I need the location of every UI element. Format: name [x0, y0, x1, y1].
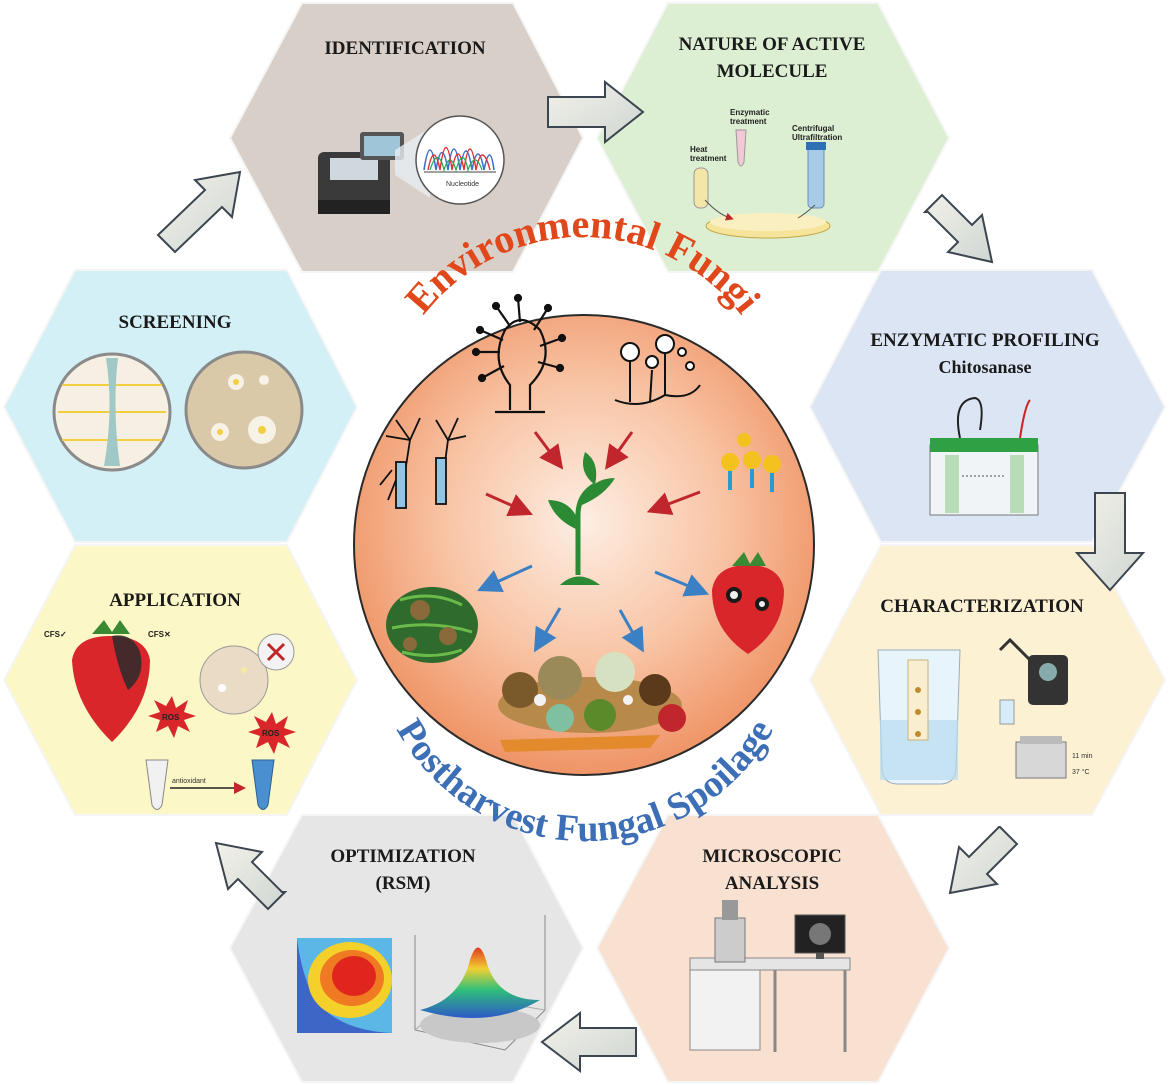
- penicillium-icon: [379, 417, 467, 509]
- arrow-enzymatic-to-characterization: [1074, 492, 1146, 592]
- arrow-optimization-to-application: [214, 841, 288, 911]
- arrow-characterization-to-microscopic: [948, 826, 1019, 895]
- electrophoresis-icon: [929, 396, 1039, 516]
- test-tubes-icon: [693, 129, 831, 239]
- stage-nature-of-active-molecule: NATURE OF ACTIVE MOLECULE Enzymatic trea…: [595, 1, 951, 273]
- watermelon-icon: [386, 587, 478, 663]
- flow-arrows: [156, 79, 1146, 1074]
- response-surface-icon: [414, 915, 546, 1051]
- enzymatic-treatment-label-1: Enzymatic: [730, 108, 770, 117]
- sequencer-icon: [318, 132, 404, 214]
- application-title: APPLICATION: [109, 590, 241, 611]
- enzymatic-treatment-label-2: treatment: [730, 117, 767, 126]
- hex-application: [2, 544, 359, 816]
- cfs-positive-label: CFS✓: [44, 630, 67, 639]
- center-circle: [353, 314, 815, 776]
- mucor-icon: [614, 334, 701, 405]
- ph-meter-icon: [998, 637, 1068, 725]
- ros-label-2: ROS: [262, 729, 280, 738]
- antioxidant-label: antioxidant: [172, 778, 206, 785]
- stage-enzymatic-profiling: ENZYMATIC PROFILING Chitosanase: [808, 269, 1167, 543]
- stage-optimization: OPTIMIZATION (RSM): [228, 814, 585, 1083]
- nature-title-line2: MOLECULE: [717, 61, 828, 82]
- arrow-microscopic-to-optimization: [540, 1010, 637, 1074]
- nature-title-line1: NATURE OF ACTIVE: [679, 34, 866, 55]
- agar-plate-icon: [184, 350, 304, 470]
- seedling-icon: [548, 452, 615, 585]
- hex-microscopic: [595, 814, 951, 1083]
- arrow-nature-to-enzymatic: [922, 193, 994, 264]
- incubation-time: 11 min: [1072, 753, 1093, 760]
- incoming-arrows: [485, 431, 701, 517]
- enzymatic-subtitle: Chitosanase: [938, 357, 1031, 377]
- beaker-icon: [877, 649, 961, 785]
- heat-treatment-label-1: Heat: [690, 145, 708, 154]
- petri-dish-icon: [199, 633, 295, 715]
- ros-burst-icon: ROS ROS: [148, 696, 296, 754]
- screening-title: SCREENING: [119, 312, 232, 333]
- centrifugal-label-1: Centrifugal: [792, 124, 834, 133]
- stage-application: APPLICATION CFS✓ CFS✕ ROS ROS antioxidan…: [2, 544, 359, 816]
- centrifugal-label-2: Ultrafiltration: [792, 133, 842, 142]
- microscopic-title-line1: MICROSCOPIC: [702, 846, 841, 867]
- chromatogram-icon: Nucleotide: [415, 115, 505, 205]
- heat-treatment-label-2: treatment: [690, 154, 727, 163]
- antioxidant-tubes-icon: antioxidant: [145, 759, 275, 810]
- water-bath-icon: 11 min 37 °C: [1015, 736, 1093, 779]
- identification-title: IDENTIFICATION: [324, 38, 485, 59]
- cfs-negative-label: CFS✕: [148, 630, 171, 639]
- incubation-temp: 37 °C: [1072, 768, 1090, 776]
- cross-streak-plate-icon: [52, 352, 172, 472]
- hex-enzymatic: [808, 269, 1167, 543]
- yellow-mold-icon: [721, 433, 781, 492]
- electron-microscope-icon: [689, 900, 851, 1052]
- ros-label-1: ROS: [162, 713, 180, 722]
- spoiled-strawberry-icon: [712, 552, 784, 654]
- nucleotide-label: Nucleotide: [446, 181, 479, 188]
- aspergillus-icon: [471, 293, 567, 414]
- center-hub: Environmental Fungi Postharvest Fungal S…: [353, 201, 815, 850]
- microscopic-title-line2: ANALYSIS: [725, 873, 819, 894]
- stage-microscopic-analysis: MICROSCOPIC ANALYSIS: [595, 814, 951, 1083]
- stage-identification: IDENTIFICATION Nucleotide: [228, 2, 585, 273]
- spoiled-vegetables-icon: [498, 652, 686, 752]
- arrow-screening-to-identification: [156, 170, 242, 254]
- enzymatic-title: ENZYMATIC PROFILING: [870, 330, 1099, 351]
- stage-characterization: CHARACTERIZATION 11 min 37 °C: [808, 544, 1167, 816]
- hex-screening: [2, 269, 359, 543]
- outgoing-arrows: [477, 564, 710, 653]
- hex-nature: [595, 1, 951, 273]
- strawberry-icon: [72, 620, 150, 742]
- optimization-title-line1: OPTIMIZATION: [330, 846, 476, 867]
- optimization-title-line2: (RSM): [376, 873, 431, 894]
- contour-plot-icon: [297, 938, 392, 1033]
- stage-screening: SCREENING: [2, 269, 359, 543]
- characterization-title: CHARACTERIZATION: [880, 596, 1084, 617]
- arrow-identification-to-nature: [547, 79, 645, 145]
